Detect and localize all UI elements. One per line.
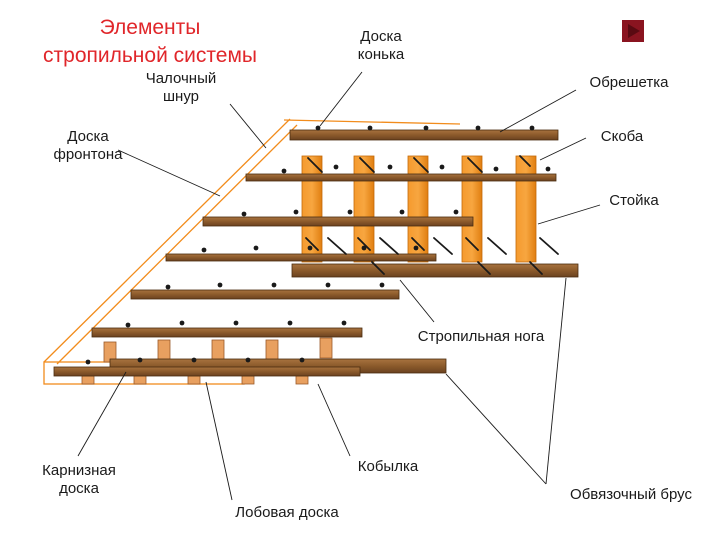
fascia-board [53, 366, 361, 377]
nails [85, 125, 551, 365]
ridge-board [289, 129, 559, 141]
post [353, 155, 375, 263]
label-wall-plate: Обвязочный брус [570, 486, 692, 503]
leader-lines [77, 71, 601, 501]
label-post: Стойка [609, 192, 659, 209]
lathing-board [165, 253, 437, 262]
posts [301, 155, 537, 263]
next-slide-button[interactable] [622, 20, 644, 42]
label-rafter-leg: Стропильная нога [417, 328, 545, 345]
title-line-1: Элементы [99, 16, 201, 39]
kobylka-blocks [81, 337, 333, 385]
post [301, 155, 323, 263]
label-eaves-board: Карнизная доска [42, 462, 116, 497]
label-fascia-board: Лобовая доска [235, 504, 339, 521]
page-title: Элементы стропильной системы [0, 14, 300, 70]
wall-plate [291, 263, 579, 278]
post [461, 155, 483, 263]
label-kobylka: Кобылка [357, 458, 419, 475]
title-line-2: стропильной системы [43, 44, 257, 67]
boards [53, 129, 579, 377]
label-lathing: Обрешетка [589, 74, 669, 91]
brackets [305, 155, 559, 275]
label-ridge-board: Доска конька [357, 28, 405, 63]
lathing-board [245, 173, 557, 182]
label-bracket: Скоба [600, 128, 644, 145]
play-triangle-icon [628, 24, 640, 38]
label-chalk-line: Чалочный шнур [145, 70, 217, 105]
lathing-board [202, 216, 474, 227]
lathing-board [130, 289, 400, 300]
post [515, 155, 537, 263]
label-gable-board: Доска фронтона [53, 128, 123, 163]
post [407, 155, 429, 263]
lathing-board [91, 327, 363, 338]
